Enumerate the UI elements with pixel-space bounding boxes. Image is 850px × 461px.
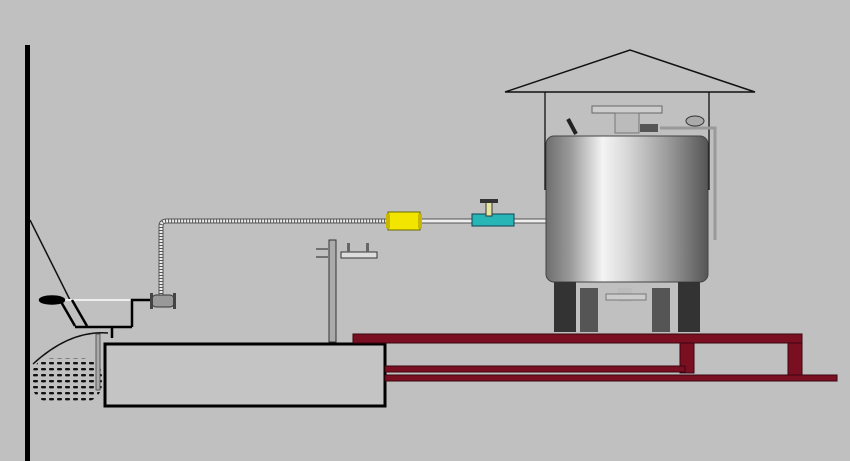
inlet-valve[interactable]	[150, 293, 176, 309]
roof-canopy	[504, 49, 756, 190]
heat-exchanger-coil	[32, 358, 102, 402]
flow-meter	[386, 211, 422, 231]
gauge-stand	[316, 239, 378, 343]
wall	[25, 45, 30, 461]
hopper-funnel	[38, 295, 152, 338]
storage-vessel	[545, 105, 717, 332]
support-frame	[352, 333, 838, 382]
base-tank	[103, 342, 387, 408]
control-valve[interactable]	[471, 199, 515, 227]
